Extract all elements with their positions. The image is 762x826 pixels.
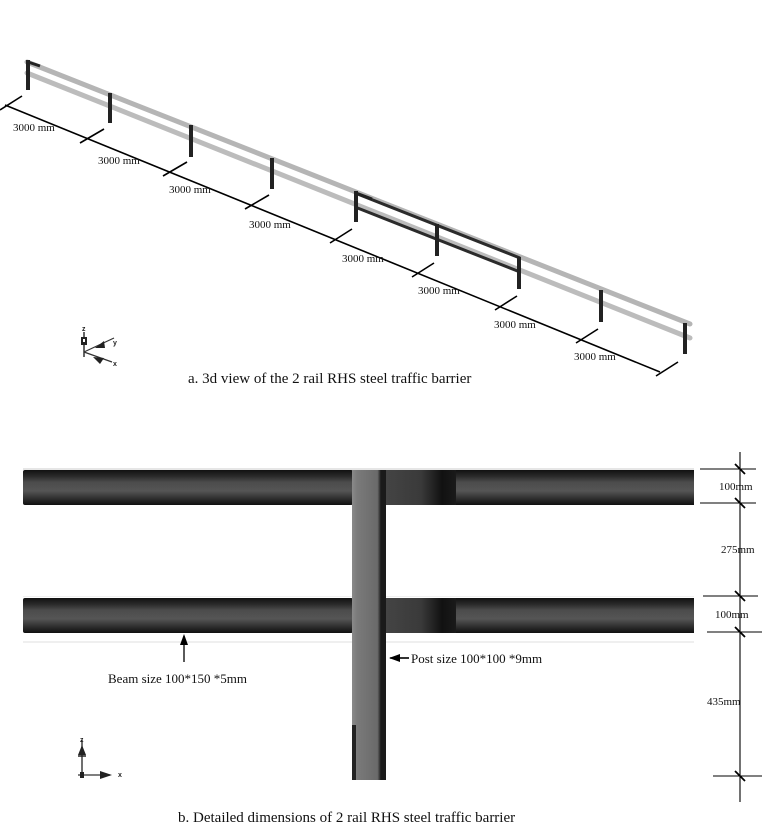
span-label: 3000 mm	[418, 285, 460, 297]
upper-beam	[23, 470, 694, 505]
svg-text:x: x	[113, 361, 117, 368]
dim-ground-clearance: 435mm	[707, 696, 741, 708]
svg-text:z: z	[80, 737, 84, 744]
vertical-dimensions	[700, 452, 762, 802]
span-label: 3000 mm	[13, 122, 55, 134]
lower-beam	[23, 598, 694, 633]
span-label: 3000 mm	[574, 351, 616, 363]
axis-triad-2d-icon: z x	[78, 737, 122, 779]
dimension-line	[0, 95, 679, 377]
svg-text:z: z	[82, 326, 86, 333]
figure-b-detail-view: Beam size 100*150 *5mm Post size 100*100…	[23, 452, 762, 826]
rails	[24, 59, 693, 341]
svg-text:x: x	[118, 772, 122, 779]
dim-lower-beam-height: 100mm	[715, 609, 749, 621]
post-caps	[27, 60, 373, 201]
span-label: 3000 mm	[342, 253, 384, 265]
post	[352, 470, 386, 780]
dim-rail-gap: 275mm	[721, 544, 755, 556]
span-label: 3000 mm	[169, 184, 211, 196]
axis-triad-3d-icon: z y x	[81, 326, 117, 368]
span-label: 3000 mm	[98, 155, 140, 167]
figure-a-caption: a. 3d view of the 2 rail RHS steel traff…	[188, 371, 471, 387]
figure-b-caption: b. Detailed dimensions of 2 rail RHS ste…	[178, 810, 515, 826]
post-callout: Post size 100*100 *9mm	[389, 651, 542, 666]
span-label: 3000 mm	[494, 319, 536, 331]
dim-upper-beam-height: 100mm	[719, 481, 753, 493]
dimension-labels: 100mm 275mm 100mm 435mm	[707, 481, 755, 708]
beam-size-label: Beam size 100*150 *5mm	[108, 671, 247, 686]
posts	[26, 60, 687, 354]
svg-text:y: y	[113, 340, 117, 347]
span-label: 3000 mm	[249, 219, 291, 231]
post-size-label: Post size 100*100 *9mm	[411, 651, 542, 666]
beam-callout: Beam size 100*150 *5mm	[108, 634, 247, 686]
figure-a-3d-view: 3000 mm 3000 mm 3000 mm 3000 mm 3000 mm …	[0, 59, 693, 387]
span-labels: 3000 mm 3000 mm 3000 mm 3000 mm 3000 mm …	[13, 122, 616, 363]
